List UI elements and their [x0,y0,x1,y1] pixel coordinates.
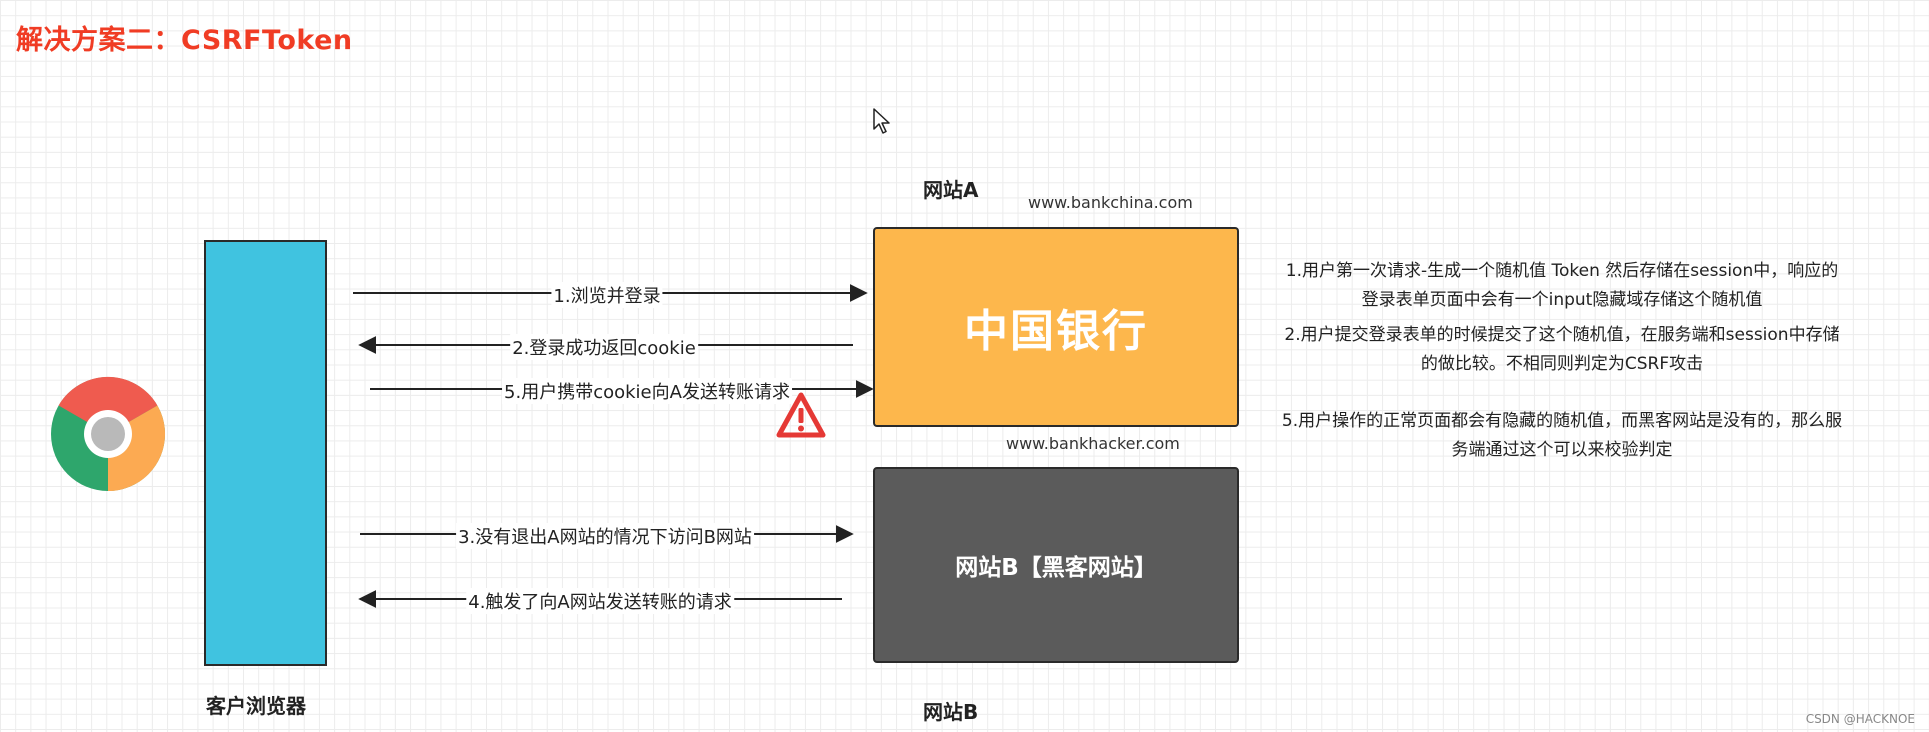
site-a-label: 网站A [923,178,979,202]
note-3: 5.用户操作的正常页面都会有隐藏的随机值，而黑客网站是没有的，那么服 务端通过这… [1262,407,1862,465]
site-a-name: 中国银行 [964,306,1148,357]
note-2-line-1: 2.用户提交登录表单的时候提交了这个随机值，在服务端和session中存储 [1284,325,1840,345]
note-1-line-2: 登录表单页面中会有一个input隐藏域存储这个随机值 [1361,290,1763,310]
note-3-line-2: 务端通过这个可以来校验判定 [1451,440,1673,460]
note-2: 2.用户提交登录表单的时候提交了这个随机值，在服务端和session中存储 的做… [1262,321,1862,379]
note-1: 1.用户第一次请求-生成一个随机值 Token 然后存储在session中，响应… [1262,257,1862,315]
arrow-4-label: 4.触发了向A网站发送转账的请求 [466,588,734,614]
note-2-line-2: 的做比较。不相同则判定为CSRF攻击 [1420,354,1704,374]
client-browser-label: 客户浏览器 [206,694,306,718]
note-3-line-1: 5.用户操作的正常页面都会有隐藏的随机值，而黑客网站是没有的，那么服 [1281,411,1843,431]
site-a-box: 中国银行 [873,227,1239,427]
site-b-box: 网站B【黑客网站】 [873,467,1239,663]
note-1-line-1: 1.用户第一次请求-生成一个随机值 Token 然后存储在session中，响应… [1285,261,1839,281]
client-browser-bar [204,240,327,666]
arrow-2-label: 2.登录成功返回cookie [510,334,698,360]
site-b-url: www.bankhacker.com [1006,434,1180,453]
watermark: CSDN @HACKNOE [1805,712,1915,726]
arrow-5-label: 5.用户携带cookie向A发送转账请求 [502,378,792,404]
cursor-icon [873,108,890,134]
site-b-label: 网站B [923,700,979,724]
arrow-1-label: 1.浏览并登录 [551,282,663,308]
site-b-name: 网站B【黑客网站】 [955,555,1157,581]
site-a-url: www.bankchina.com [1028,193,1193,212]
page-title: 解决方案二：CSRFToken [16,25,353,56]
chrome-icon [51,376,166,491]
warning-icon [776,392,826,438]
arrow-3-label: 3.没有退出A网站的情况下访问B网站 [456,523,754,549]
